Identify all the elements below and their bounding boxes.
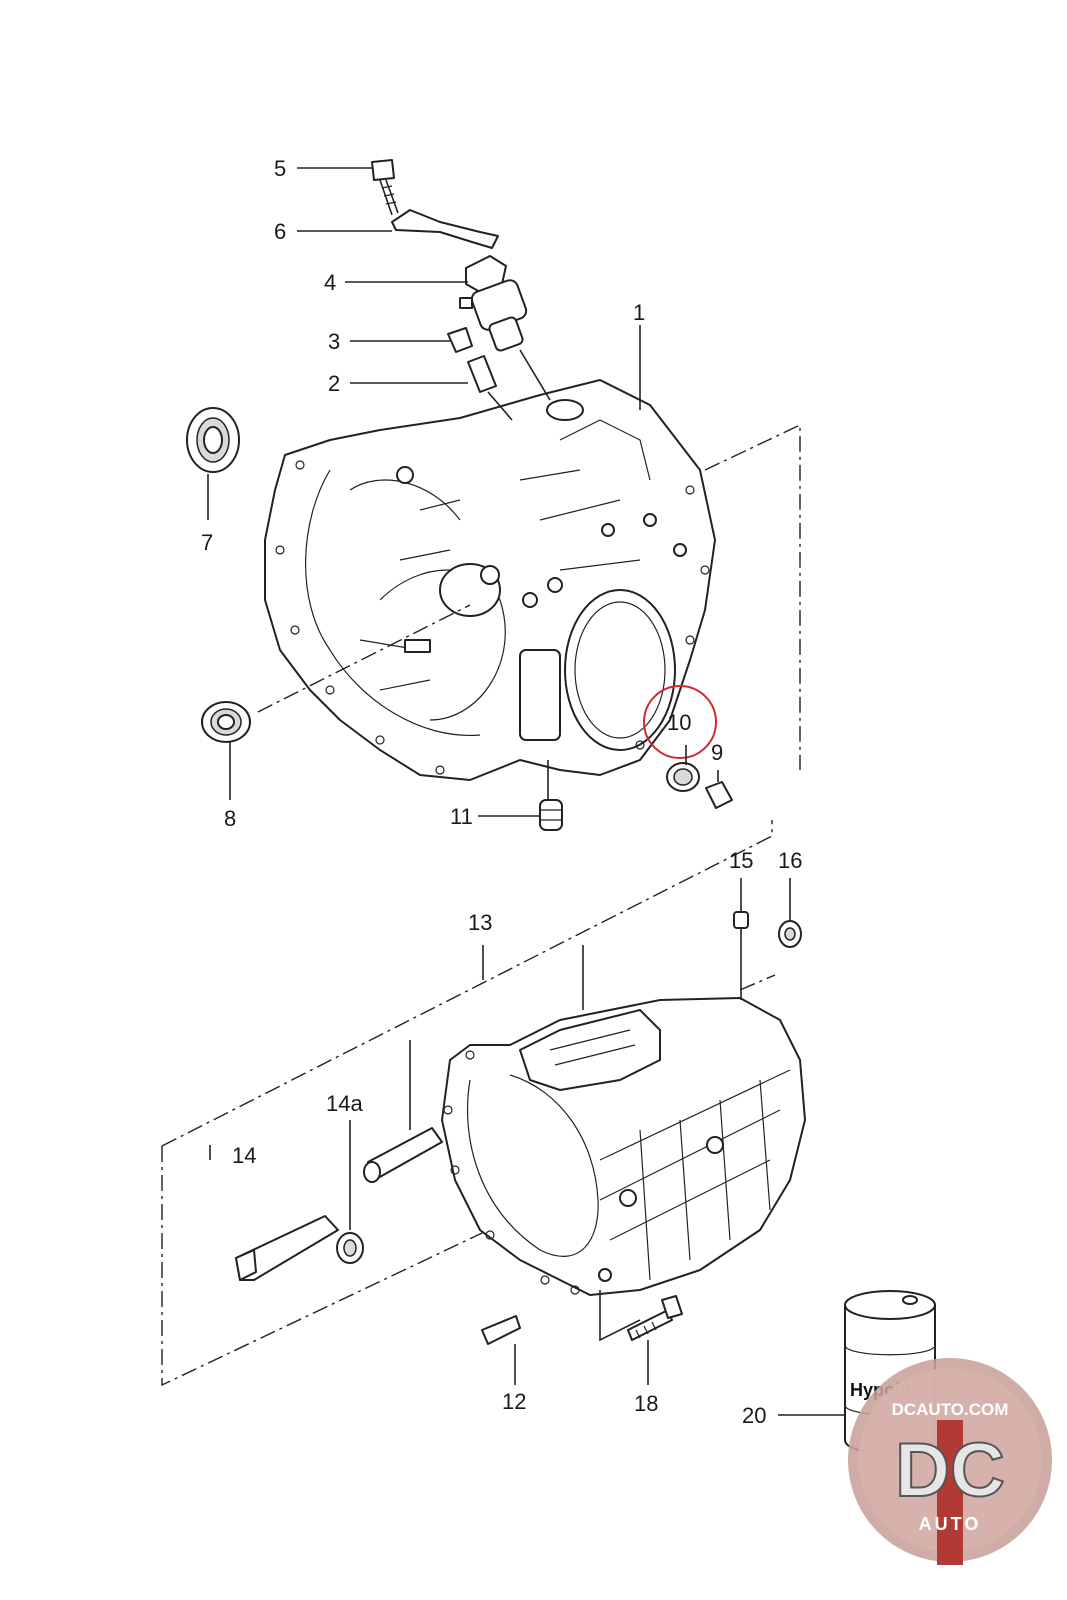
callout-7: 7	[201, 530, 213, 555]
callout-5: 5	[274, 156, 286, 181]
logo-auto-text: AUTO	[919, 1514, 982, 1534]
callout-16: 16	[778, 848, 802, 873]
highlight-circle	[643, 685, 717, 759]
key-12-icon	[481, 1315, 521, 1345]
callout-1: 1	[633, 300, 645, 325]
seal-10-icon	[666, 762, 700, 792]
seal-7-icon	[186, 407, 240, 473]
callout-8: 8	[224, 806, 236, 831]
gearbox-housing-rear	[441, 997, 806, 1296]
callout-10: 10	[667, 710, 691, 735]
bolt-5-icon	[371, 159, 399, 216]
ring-16-icon	[778, 920, 802, 948]
dcauto-logo: DCAUTO.COM DC AUTO	[848, 1358, 1052, 1565]
callout-20: 20	[742, 1403, 766, 1428]
logo-dc-text: DC	[895, 1428, 1005, 1513]
pin-15-icon	[733, 911, 749, 929]
gearbox-housing-front	[264, 379, 716, 781]
damper-11-icon	[539, 799, 563, 831]
fork-14a-icon	[235, 1215, 364, 1281]
callout-4: 4	[324, 270, 336, 295]
logo-site-text: DCAUTO.COM	[892, 1400, 1009, 1419]
sensor-4-icon	[459, 255, 528, 352]
seal-8-icon	[201, 701, 251, 743]
plug-9-icon	[705, 781, 733, 809]
pin-2-icon	[467, 355, 497, 393]
cap-3-icon	[447, 327, 473, 353]
bolt-18-icon	[627, 1295, 683, 1341]
callout-12: 12	[502, 1389, 526, 1414]
callout-6: 6	[274, 219, 286, 244]
shaft-14-icon	[209, 1127, 443, 1183]
callout-15: 15	[729, 848, 753, 873]
callout-18: 18	[634, 1391, 658, 1416]
callout-11: 11	[450, 804, 473, 829]
callout-14a: 14a	[326, 1091, 363, 1116]
callout-13: 13	[468, 910, 492, 935]
bracket-6-icon	[391, 209, 499, 249]
callout-9: 9	[711, 740, 723, 765]
callout-3: 3	[328, 329, 340, 354]
callout-2: 2	[328, 371, 340, 396]
callout-14: 14	[232, 1143, 256, 1168]
